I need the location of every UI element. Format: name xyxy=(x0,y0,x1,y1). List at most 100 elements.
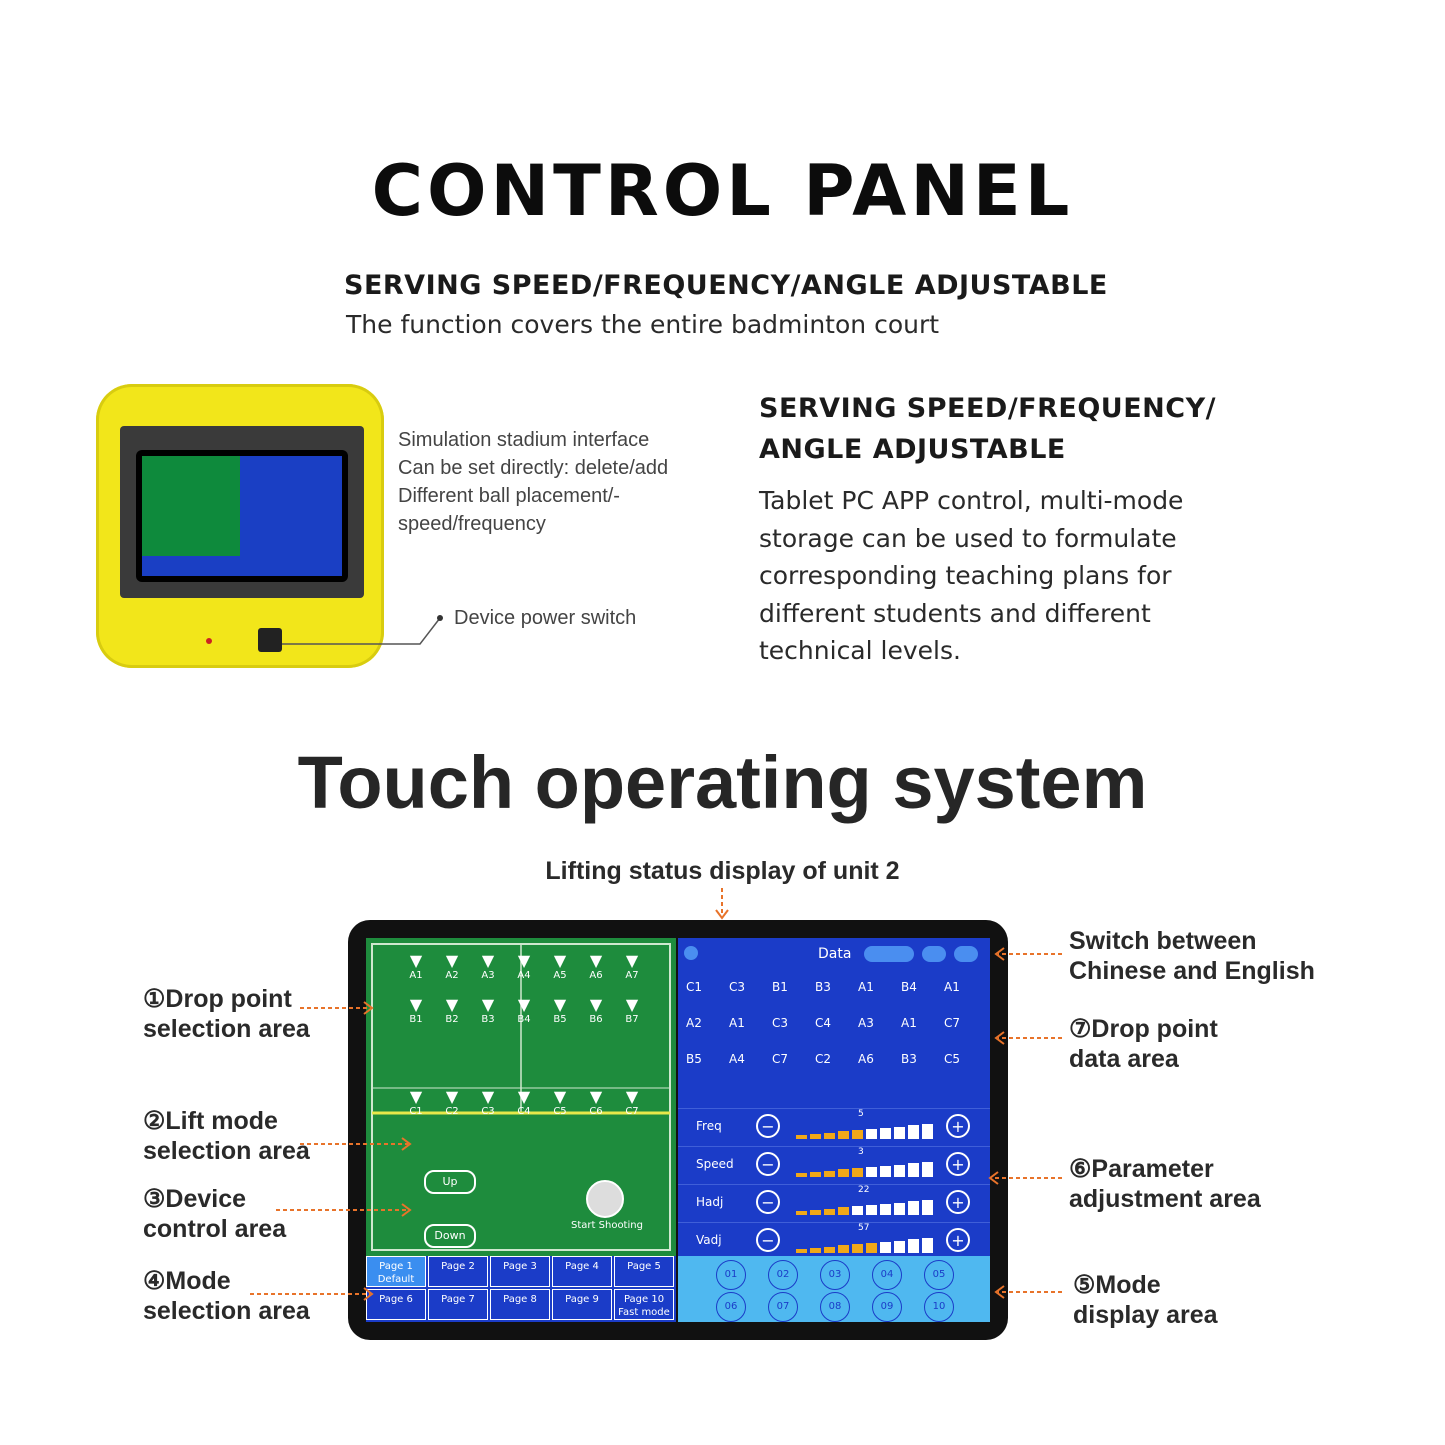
label-line: ⑦Drop point xyxy=(1069,1015,1218,1043)
mode-tab[interactable]: Page 6 xyxy=(366,1289,426,1320)
param-label: Speed xyxy=(696,1157,734,1171)
label-line: selection area xyxy=(143,1015,310,1043)
mode-circle[interactable]: 04 xyxy=(872,1260,902,1290)
mode-tab[interactable]: Page 5 xyxy=(614,1256,674,1287)
plus-icon[interactable]: + xyxy=(946,1152,970,1176)
data-cell: A3 xyxy=(858,1016,874,1030)
level-bar xyxy=(852,1130,863,1139)
minus-icon[interactable]: − xyxy=(756,1190,780,1214)
drop-point[interactable]: ▼C4 xyxy=(512,1087,536,1118)
language-en-button[interactable] xyxy=(954,946,978,962)
shuttlecock-icon: ▼ xyxy=(409,1087,423,1106)
down-button[interactable]: Down xyxy=(424,1224,476,1248)
mode-circle[interactable]: 01 xyxy=(716,1260,746,1290)
mode-circle[interactable]: 09 xyxy=(872,1292,902,1322)
mode-circle[interactable]: 05 xyxy=(924,1260,954,1290)
drop-point[interactable]: ▼A7 xyxy=(620,952,644,982)
desc-line: Tablet PC APP control, multi-mode xyxy=(759,486,1184,515)
drop-point[interactable]: ▼B3 xyxy=(476,995,500,1026)
param-label: Vadj xyxy=(696,1233,722,1247)
level-bar xyxy=(824,1246,835,1253)
plus-icon[interactable]: + xyxy=(946,1114,970,1138)
shuttlecock-icon: ▼ xyxy=(481,995,495,1014)
minus-icon[interactable]: − xyxy=(756,1228,780,1252)
start-shooting-icon[interactable] xyxy=(586,1180,624,1218)
level-bar xyxy=(880,1241,891,1253)
drop-point[interactable]: ▼B5 xyxy=(548,996,572,1026)
minus-icon[interactable]: − xyxy=(756,1114,780,1138)
drop-point-label: B1 xyxy=(409,1014,423,1025)
drop-point[interactable]: ▼A2 xyxy=(440,952,464,982)
mode-circle[interactable]: 06 xyxy=(716,1292,746,1322)
up-button[interactable]: Up xyxy=(424,1170,476,1194)
drop-point[interactable]: ▼B6 xyxy=(584,996,608,1026)
drop-point-selection-area[interactable]: ▼A1▼A2▼A3▼A4▼A5▼A6▼A7 ▼B1▼B2▼B3▼B4▼B5▼B6… xyxy=(366,938,676,1256)
mode-tab[interactable]: Page 10 Fast mode xyxy=(614,1289,674,1320)
param-label: Freq xyxy=(696,1119,722,1133)
drop-point[interactable]: ▼B2 xyxy=(440,995,464,1026)
drop-point[interactable]: ▼B7 xyxy=(620,996,644,1026)
minus-icon[interactable]: − xyxy=(756,1152,780,1176)
mode-tab[interactable]: Page 2 xyxy=(428,1256,488,1287)
label-line: adjustment area xyxy=(1069,1185,1261,1213)
touch-title: Touch operating system xyxy=(297,741,1148,824)
drop-point[interactable]: ▼C2 xyxy=(440,1087,464,1118)
mode-circle[interactable]: 07 xyxy=(768,1292,798,1322)
right-heading-line: ANGLE ADJUSTABLE xyxy=(759,434,1066,465)
drop-point-label: C1 xyxy=(409,1106,423,1117)
mode-tab[interactable]: Page 3 xyxy=(490,1256,550,1287)
drop-point[interactable]: ▼A5 xyxy=(548,952,572,982)
mode-tab[interactable]: Page 8 xyxy=(490,1289,550,1320)
desc-line: different students and different xyxy=(759,598,1151,628)
shuttlecock-icon: ▼ xyxy=(445,1087,459,1106)
drop-point-label: C6 xyxy=(589,1106,603,1117)
mode-tab[interactable]: Page 4 xyxy=(552,1256,612,1287)
label-line: selection area xyxy=(143,1297,310,1325)
power-led-icon xyxy=(206,638,212,644)
plus-icon[interactable]: + xyxy=(946,1190,970,1214)
mode-tab[interactable]: Page 1 Default xyxy=(366,1256,426,1287)
label-parameter-adjustment: ⑥Parameter adjustment area xyxy=(1069,1154,1261,1214)
mode-circle[interactable]: 02 xyxy=(768,1260,798,1290)
data-cell: A1 xyxy=(944,980,960,994)
plus-icon[interactable]: + xyxy=(946,1228,970,1252)
drop-point-label: C2 xyxy=(445,1106,459,1117)
mode-tab[interactable]: Page 9 xyxy=(552,1289,612,1320)
label-device-control: ③Device control area xyxy=(143,1184,286,1244)
clear-data-button[interactable] xyxy=(864,946,914,962)
info-icon[interactable] xyxy=(684,946,698,960)
mode-circle[interactable]: 08 xyxy=(820,1292,850,1322)
drop-point[interactable]: ▼A4 xyxy=(512,952,536,982)
drop-point[interactable]: ▼C3 xyxy=(476,1088,500,1118)
drop-point[interactable]: ▼B1 xyxy=(404,996,428,1026)
shuttlecock-icon: ▼ xyxy=(517,1087,531,1106)
drop-point[interactable]: ▼A1 xyxy=(404,952,428,982)
mode-circle[interactable]: 10 xyxy=(924,1292,954,1322)
drop-point[interactable]: ▼A3 xyxy=(476,952,500,982)
drop-point[interactable]: ▼B4 xyxy=(512,996,536,1026)
label-line: Chinese and English xyxy=(1069,957,1315,985)
level-bar xyxy=(796,1135,807,1139)
mode-tab[interactable]: Page 7 xyxy=(428,1289,488,1320)
drop-point[interactable]: ▼C6 xyxy=(584,1088,608,1118)
drop-point[interactable]: ▼C7 xyxy=(620,1088,644,1118)
level-bar xyxy=(908,1163,919,1177)
power-switch[interactable] xyxy=(258,628,282,652)
drop-point[interactable]: ▼C5 xyxy=(548,1088,572,1118)
level-bar xyxy=(908,1201,919,1215)
mode-circle[interactable]: 03 xyxy=(820,1260,850,1290)
level-bar xyxy=(908,1125,919,1139)
language-cn-button[interactable] xyxy=(922,946,946,962)
data-cell: C1 xyxy=(686,980,703,994)
data-cell: C4 xyxy=(815,1016,832,1030)
param-value: 22 xyxy=(858,1185,870,1195)
drop-point[interactable]: ▼A6 xyxy=(584,952,608,982)
device-screen-tabs xyxy=(142,556,342,576)
subtitle: SERVING SPEED/FREQUENCY/ANGLE ADJUSTABLE xyxy=(344,270,1108,301)
sim-note-line: speed/frequency xyxy=(398,513,546,535)
power-pointer-line xyxy=(282,615,443,645)
shuttlecock-icon: ▼ xyxy=(445,995,459,1014)
param-label: Hadj xyxy=(696,1195,724,1209)
drop-point[interactable]: ▼C1 xyxy=(404,1087,428,1118)
